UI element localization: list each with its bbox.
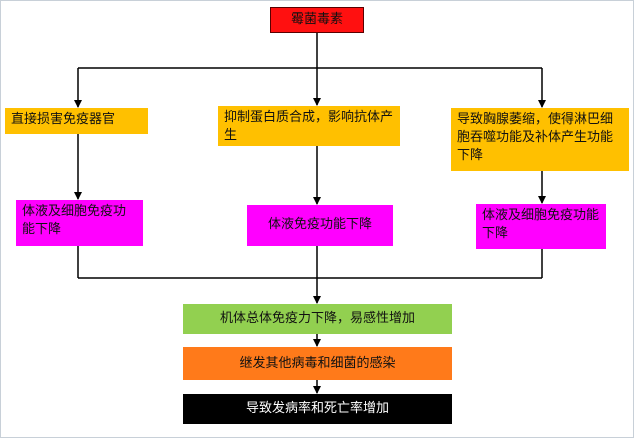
node-outcome-2: 继发其他病毒和细菌的感染 xyxy=(183,347,452,380)
node-effect-middle: 体液免疫功能下降 xyxy=(247,205,393,246)
node-branch-right: 导致胸腺萎缩，使得淋巴细胞吞噬功能及补体产生功能下降 xyxy=(451,108,629,171)
node-effect-right: 体液及细胞免疫功能下降 xyxy=(476,204,606,249)
node-outcome-1: 机体总体免疫力下降，易感性增加 xyxy=(183,304,452,334)
node-branch-middle: 抑制蛋白质合成，影响抗体产生 xyxy=(218,106,400,146)
node-branch-left: 直接损害免疫器官 xyxy=(5,108,148,134)
node-outcome-3: 导致发病率和死亡率增加 xyxy=(183,394,452,424)
node-root: 霉菌毒素 xyxy=(270,7,364,33)
node-effect-left: 体液及细胞免疫功能下降 xyxy=(16,200,143,246)
